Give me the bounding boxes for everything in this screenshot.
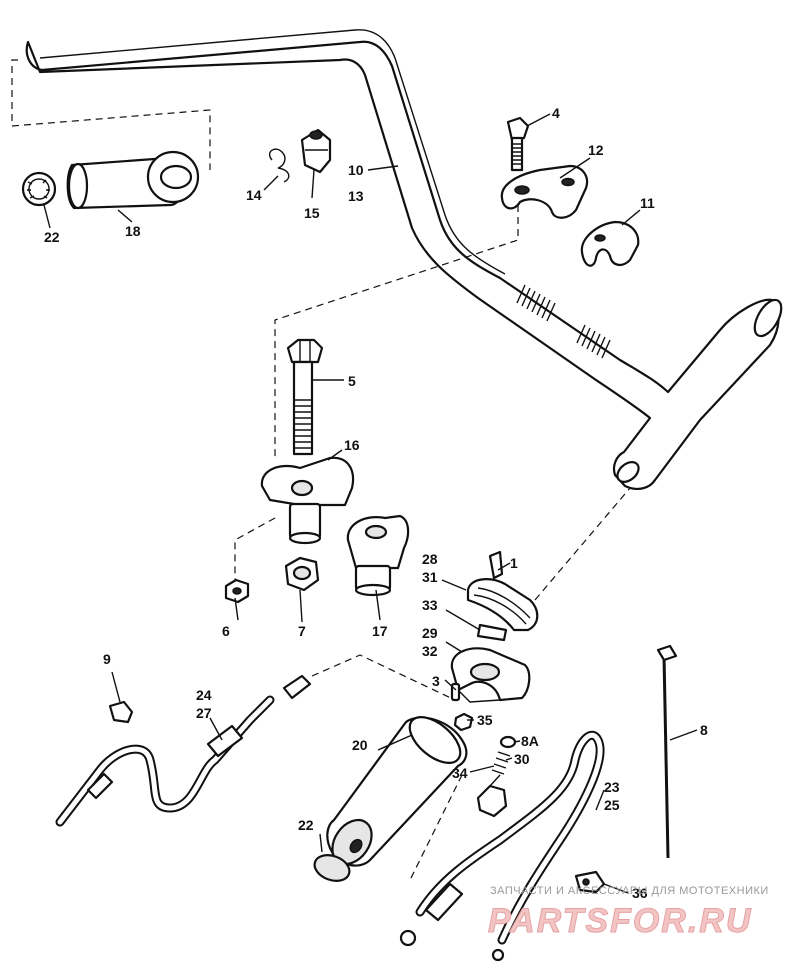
handlebar (25, 29, 783, 490)
callout-22-left: 22 (44, 229, 60, 245)
callout-12: 12 (588, 142, 604, 158)
callout-28: 28 (422, 551, 438, 567)
throttle-insert (476, 623, 508, 642)
callout-25: 25 (604, 797, 620, 813)
cable-clip (574, 870, 606, 894)
callout-30: 30 (514, 751, 530, 767)
callout-8: 8 (700, 722, 708, 738)
callout-27: 27 (196, 705, 212, 721)
cable-guide (108, 700, 134, 724)
callout-18: 18 (125, 223, 141, 239)
callout-4: 4 (552, 105, 560, 121)
clamp-bolt (506, 116, 530, 172)
friction-adjuster (476, 774, 508, 818)
callout-31: 31 (422, 569, 438, 585)
callout-10: 10 (348, 162, 364, 178)
lower-clamp (580, 220, 640, 267)
callout-36: 36 (632, 885, 648, 901)
throttle-upper-housing (466, 550, 539, 632)
left-end-cap (21, 171, 57, 207)
brake-rod (656, 644, 678, 859)
watermark-brand: PARTSFOR.RU (488, 902, 752, 940)
throttle-grip (326, 716, 468, 867)
callout-5: 5 (348, 373, 356, 389)
callout-1: 1 (510, 555, 518, 571)
small-nut (453, 712, 474, 732)
throttle-end-cap (313, 854, 351, 882)
callout-20: 20 (352, 737, 368, 753)
knurling (516, 284, 611, 359)
callout-3: 3 (432, 673, 440, 689)
friction-washer (499, 735, 517, 749)
callout-22-bottom: 22 (298, 817, 314, 833)
watermark: ЗАПЧАСТИ И АКСЕССУАРЫ ДЛЯ МОТОТЕХНИКИ PA… (488, 885, 769, 941)
callout-15: 15 (304, 205, 320, 221)
callout-labels: 1 3 4 5 6 7 8 8A 9 10 13 11 12 14 15 16 … (44, 105, 708, 901)
friction-spring (491, 751, 511, 775)
watermark-caption: ЗАПЧАСТИ И АКСЕССУАРЫ ДЛЯ МОТОТЕХНИКИ (490, 885, 769, 897)
riser-bolt (286, 338, 324, 456)
callout-35: 35 (477, 712, 493, 728)
riser-right (346, 514, 410, 597)
callout-6: 6 (222, 623, 230, 639)
callout-23: 23 (604, 779, 620, 795)
callout-33: 33 (422, 597, 438, 613)
callout-9: 9 (103, 651, 111, 667)
callout-24: 24 (196, 687, 212, 703)
throttle-cable-right (415, 730, 605, 945)
riser-left (260, 456, 355, 545)
nut-large (284, 556, 320, 592)
callout-8a: 8A (521, 733, 539, 749)
callout-14: 14 (246, 187, 262, 203)
callout-7: 7 (298, 623, 306, 639)
callout-13: 13 (348, 188, 364, 204)
upper-clamp (500, 164, 589, 219)
cable-end-bottom (399, 929, 505, 962)
throttle-lower-housing (450, 647, 531, 703)
throttle-cable-left (55, 674, 312, 827)
callout-11: 11 (640, 195, 655, 211)
callout-29: 29 (422, 625, 438, 641)
wire-clip (268, 148, 290, 183)
leader-lines (43, 113, 698, 894)
callout-34: 34 (452, 765, 468, 781)
cable-clamp (300, 128, 332, 174)
left-grip (66, 150, 200, 210)
callout-16: 16 (344, 437, 360, 453)
nut-small (224, 578, 250, 604)
callout-32: 32 (422, 643, 438, 659)
callout-17: 17 (372, 623, 388, 639)
